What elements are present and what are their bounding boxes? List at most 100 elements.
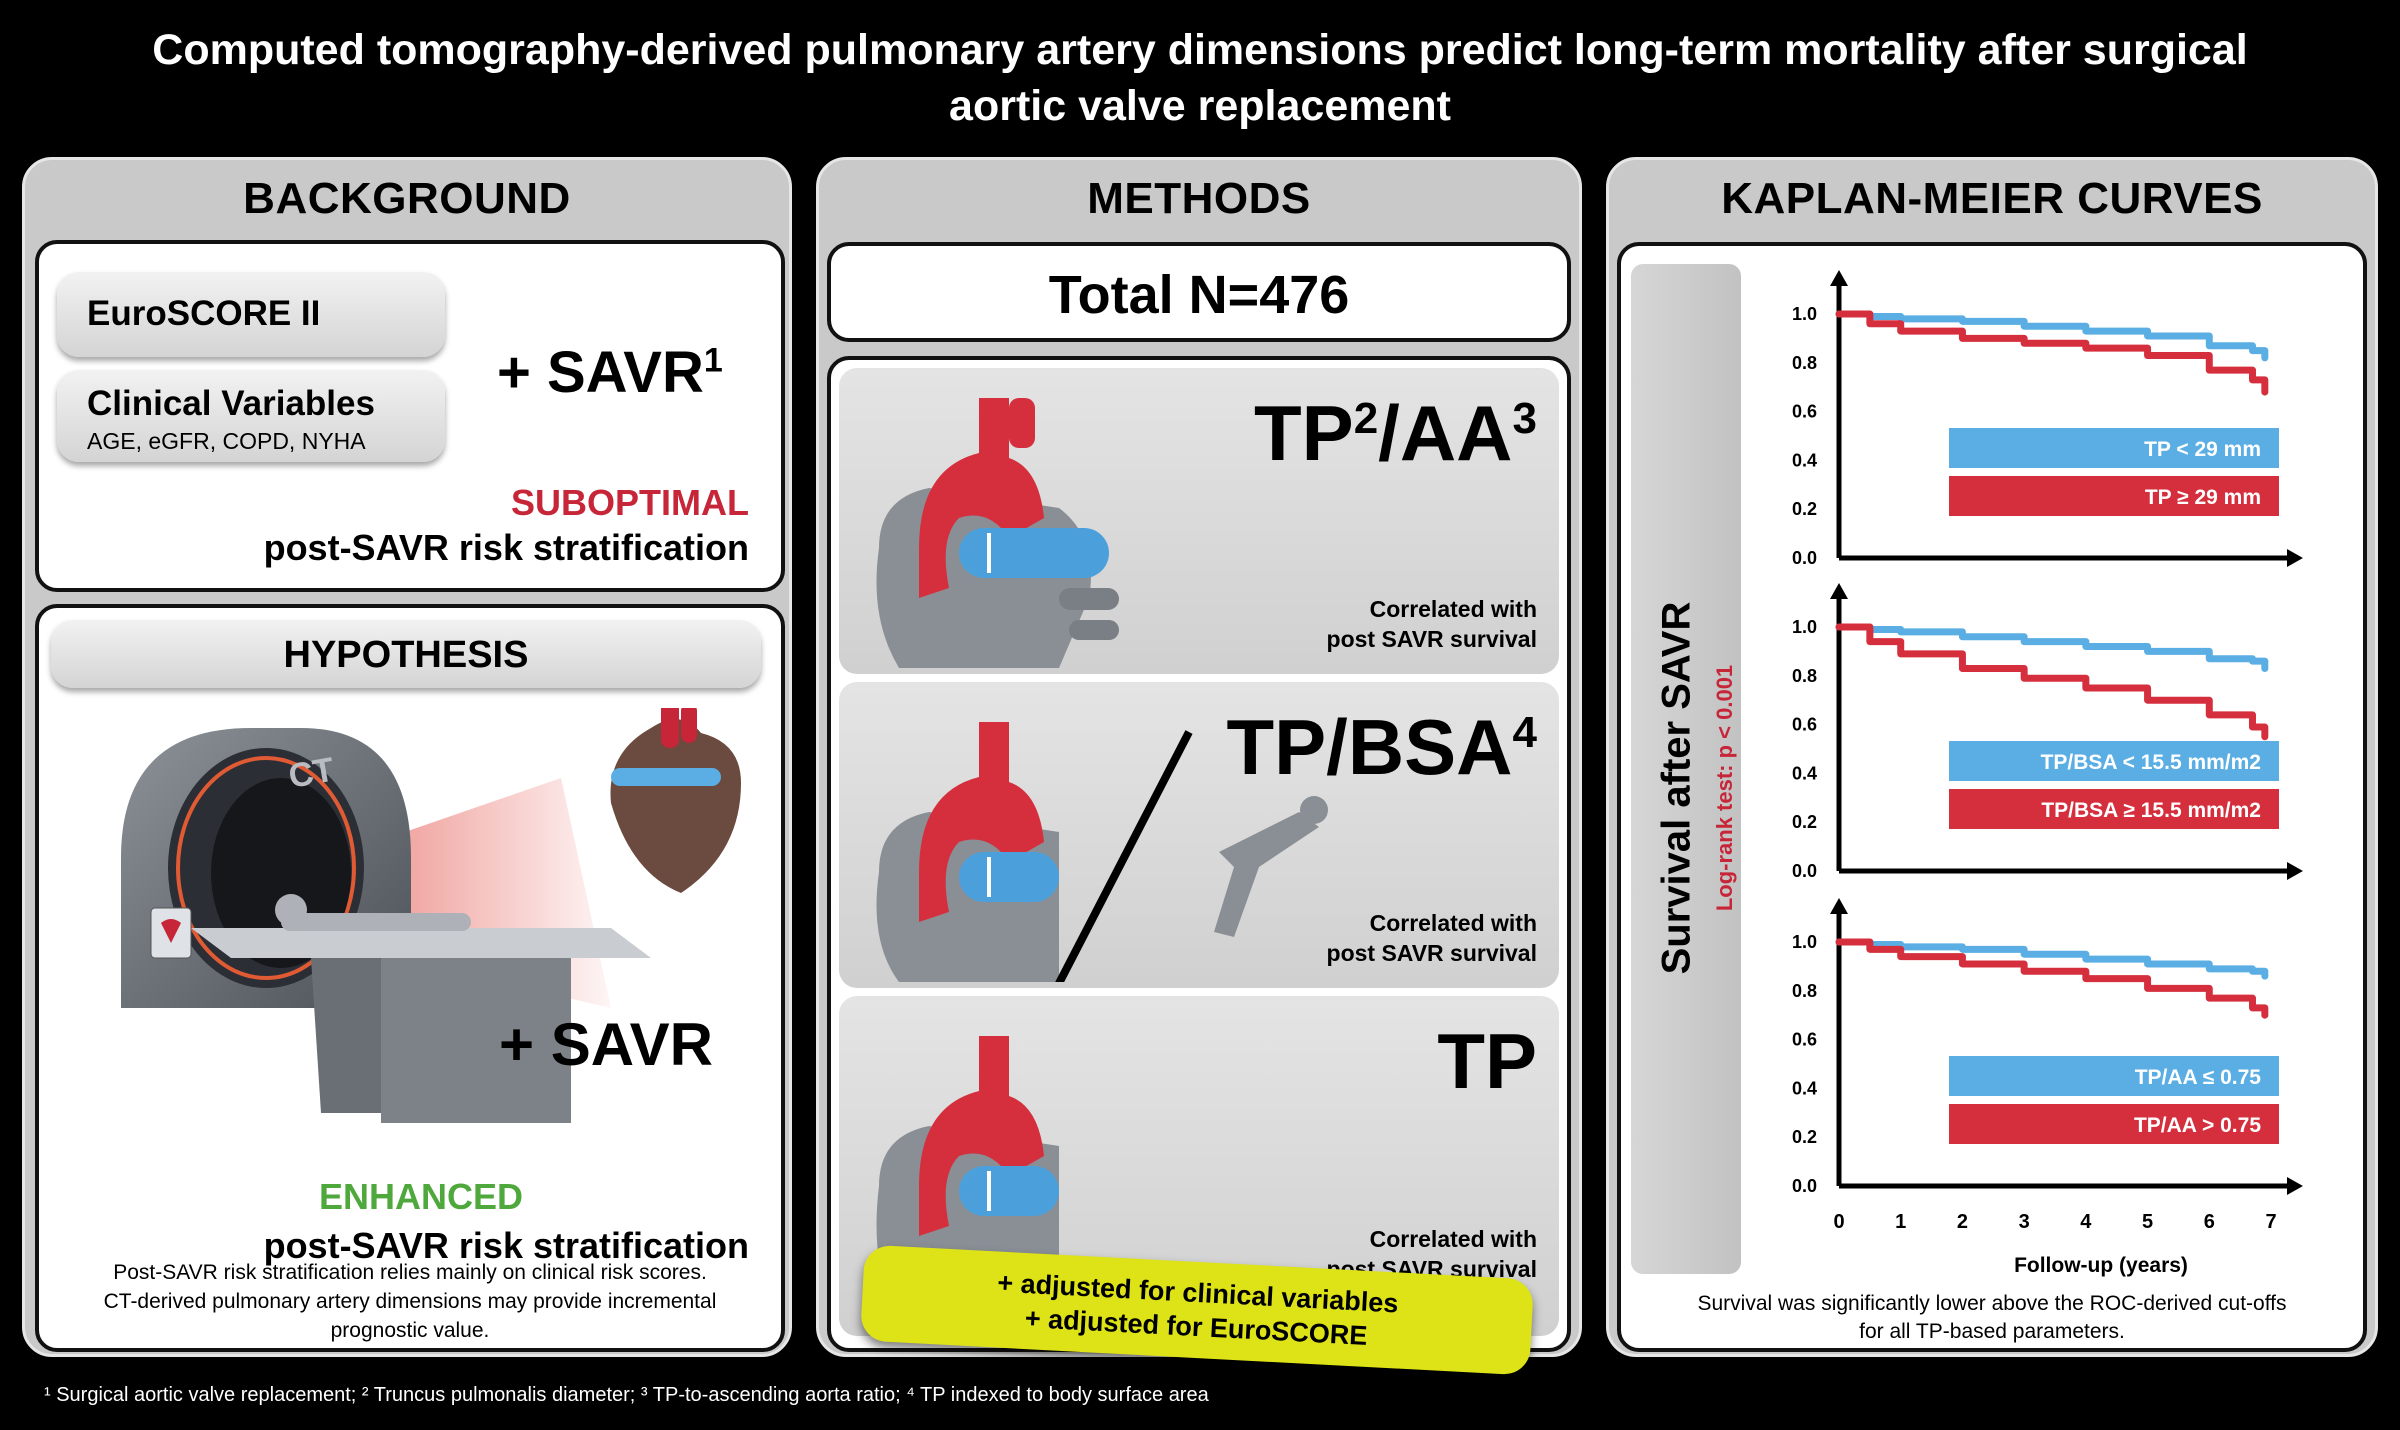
km-legend-label: TP < 29 mm [2144,438,2261,461]
km-y-arrow-2 [1830,898,1848,914]
tp-bsa-line-2: post SAVR survival [1326,940,1537,966]
total-card: Total N=476 [827,242,1571,342]
km-y-arrow-1 [1830,583,1848,599]
methods-panel: METHODS Total N=476 TP2/AA3 Correlated w… [816,157,1582,1357]
title-line-1: Computed tomography-derived pulmonary ar… [152,26,2248,74]
km-series-line-0-0 [1835,310,2269,362]
km-ylabel: Survival after SAVR [1654,601,1699,975]
tp-bsa-label-a: TP/BSA [1226,703,1513,791]
km-legend-box [1949,741,2279,781]
ct-scanner-illustration: CT [121,708,741,1123]
km-ytick-label: 0.4 [1792,763,1817,783]
km-card: Survival after SAVR Log-rank test: p < 0… [1617,242,2367,1352]
euroscore-label: EuroSCORE II [87,294,321,333]
total-n: Total N=476 [1048,265,1350,325]
tp-aa-sup-a: 2 [1353,394,1379,443]
km-legend-box [1949,789,2279,829]
hypothesis-heading: HYPOTHESIS [283,634,529,676]
km-x-arrow-1 [2287,862,2303,880]
km-ytick-label: 0.6 [1792,402,1817,422]
km-ytick-label: 0.6 [1792,715,1817,735]
hypothesis-desc-line-1: Post-SAVR risk stratification relies mai… [113,1261,707,1284]
km-legend-label: TP/BSA < 15.5 mm/m2 [2041,751,2261,774]
tp-bsa-line-1: Correlated with [1369,910,1537,936]
km-ytick-label: 1.0 [1792,304,1817,324]
enhanced-label: ENHANCED [318,1176,523,1217]
km-xtick-label: 3 [2019,1211,2030,1233]
km-xtick-label: 5 [2142,1211,2153,1233]
km-ytick-label: 0.8 [1792,666,1817,686]
clinical-variables-list: AGE, eGFR, COPD, NYHA [87,428,366,454]
hypothesis-card: HYPOTHESIS CT + SAVR [35,604,785,1352]
tp-aa-sup-b: 3 [1512,394,1537,443]
km-legend-label: TP/AA ≤ 0.75 [2135,1066,2262,1089]
methods-heading: METHODS [1087,174,1311,223]
tp-bsa-label: TP/BSA4 [1226,702,1537,793]
km-heading: KAPLAN-MEIER CURVES [1721,174,2263,223]
km-logrank: Log-rank test: p < 0.001 [1712,664,1737,912]
background-card: EuroSCORE II Clinical Variables AGE, eGF… [35,240,785,592]
km-ytick-label: 0.0 [1792,548,1817,568]
hypothesis-desc-line-3: prognostic value. [330,1319,490,1342]
km-ytick-label: 0.2 [1792,812,1817,832]
km-ytick-label: 0.8 [1792,981,1817,1001]
tp-aa-label-a: TP [1254,389,1354,477]
km-legend-box [1949,1056,2279,1096]
hypothesis-heading-pill: HYPOTHESIS [51,620,761,688]
km-xtick-label: 6 [2204,1211,2215,1233]
km-x-arrow-0 [2287,549,2303,567]
tp-line-1: Correlated with [1369,1226,1537,1252]
tp-bsa-sup-a: 4 [1512,708,1537,757]
km-ytick-label: 0.2 [1792,1127,1817,1147]
km-ytick-label: 0.4 [1792,450,1817,470]
suboptimal-risk-text: post-SAVR risk stratification [263,527,749,568]
km-legend-label: TP ≥ 29 mm [2145,486,2261,509]
tp-aa-line-1: Correlated with [1369,596,1537,622]
km-xtick-label: 1 [1895,1211,1906,1233]
tp-aa-label-b: /AA [1378,389,1513,477]
heart-vessel-illustration-2 [876,722,1328,982]
tp-label: TP [1437,1017,1537,1105]
km-series-line-2-0 [1835,938,2269,980]
km-ytick-label: 0.6 [1792,1030,1817,1050]
km-panel: KAPLAN-MEIER CURVES Survival after SAVR … [1606,157,2378,1357]
km-ytick-label: 0.4 [1792,1078,1817,1098]
savr-text: + SAVR [497,340,704,405]
km-ytick-label: 0.2 [1792,499,1817,519]
km-xtick-label: 4 [2080,1211,2092,1233]
km-caption-line-2: for all TP-based parameters. [1859,1320,2125,1343]
heart-vessel-illustration-1 [876,398,1119,668]
tp-aa-correlation: Correlated with post SAVR survival [1327,594,1537,654]
footnote: ¹ Surgical aortic valve replacement; ² T… [44,1384,1209,1406]
km-series-line-1-0 [1835,623,2269,672]
km-legend-label: TP/AA > 0.75 [2134,1114,2261,1137]
km-ytick-label: 0.0 [1792,1176,1817,1196]
suboptimal-label: SUBOPTIMAL [511,482,749,523]
tp-bsa-correlation: Correlated with post SAVR survival [1327,908,1537,968]
km-xtick-label: 0 [1833,1211,1844,1233]
km-xtick-label: 2 [1957,1211,1968,1233]
savr-footnote-ref: 1 [703,341,723,380]
km-legend-box [1949,476,2279,516]
km-caption-line-1: Survival was significantly lower above t… [1697,1292,2287,1315]
km-x-arrow-2 [2287,1177,2303,1195]
km-ytick-label: 1.0 [1792,932,1817,952]
km-xtick-label: 7 [2265,1211,2276,1233]
ct-label: CT [286,751,337,796]
tp-aa-box: TP2/AA3 Correlated with post SAVR surviv… [839,368,1559,674]
euroscore-pill: EuroSCORE II [57,272,445,357]
km-charts: 1.0 0.8 0.6 0.4 0.2 0.0 TP < 29 mm TP ≥ 29 mm 1.… [1792,270,2303,1233]
km-ytick-label: 0.8 [1792,353,1817,373]
clinical-variables-pill: Clinical Variables AGE, eGFR, COPD, NYHA [57,370,445,462]
tp-bsa-box: TP/BSA4 Correlated with post SAVR surviv… [839,682,1559,988]
hypothesis-savr-label: + SAVR [499,1011,713,1078]
km-ytick-label: 0.0 [1792,861,1817,881]
hypothesis-desc-line-2: CT-derived pulmonary artery dimensions m… [103,1290,717,1313]
methods-parameters-card: TP2/AA3 Correlated with post SAVR surviv… [827,356,1571,1352]
background-heading: BACKGROUND [243,174,571,223]
km-legend-box [1949,1104,2279,1144]
km-xlabel: Follow-up (years) [2014,1254,2188,1277]
hypothesis-description-text: Post-SAVR risk stratification relies mai… [45,1258,775,1345]
km-ytick-label: 1.0 [1792,617,1817,637]
km-series-line-1-1 [1835,623,2269,741]
